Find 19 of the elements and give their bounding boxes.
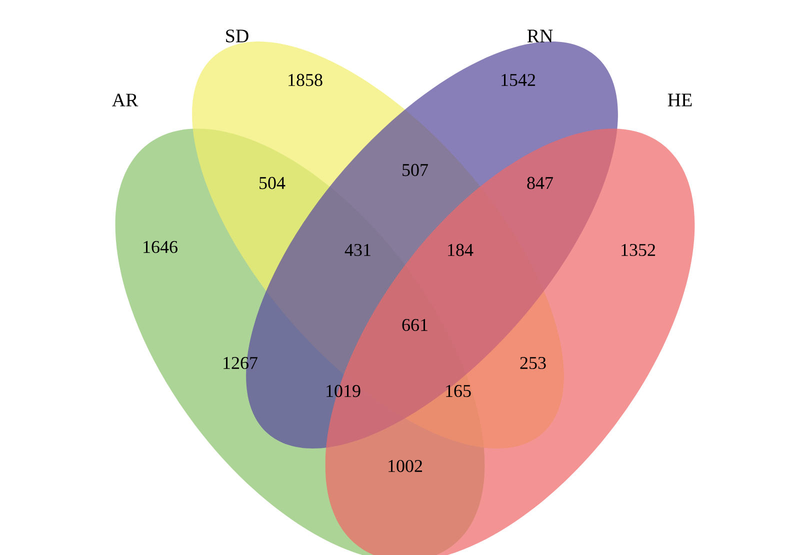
region-count: 184 <box>448 244 474 256</box>
region-count: 165 <box>446 384 471 398</box>
region-count: 431 <box>344 244 370 256</box>
region-count: 253 <box>520 356 546 370</box>
set-label: HE <box>668 94 692 106</box>
region-count: 504 <box>260 176 286 190</box>
region-count: 661 <box>402 318 428 332</box>
region-count: 1019 <box>326 384 360 398</box>
region-count: 1858 <box>288 74 322 86</box>
region-count: 1267 <box>224 356 258 370</box>
region-count: 507 <box>402 164 428 176</box>
set-label: AR <box>112 94 138 106</box>
set-label: SD <box>226 30 248 42</box>
region-count: 1542 <box>502 74 536 86</box>
set-label: RN <box>527 30 553 42</box>
region-count: 847 <box>527 176 553 190</box>
region-count: 1646 <box>144 240 178 254</box>
region-count: 1002 <box>388 460 422 472</box>
region-count: 1352 <box>622 244 656 256</box>
